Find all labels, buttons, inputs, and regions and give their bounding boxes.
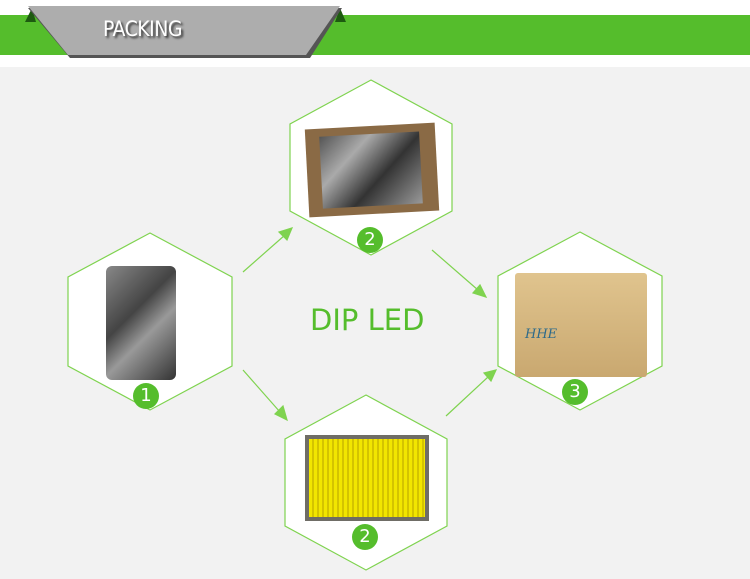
product-label: DIP LED [310, 303, 425, 337]
header-tab [25, 6, 346, 58]
carton-bags-photo [304, 122, 440, 218]
arrow-icon [273, 404, 288, 422]
section-title: PACKING [103, 17, 183, 41]
arrow-icon [482, 369, 498, 383]
arrow-icon [277, 227, 294, 242]
led-tray-photo [305, 435, 429, 521]
step-badge: 3 [562, 379, 588, 405]
led-bag-photo [106, 266, 176, 380]
arrow-icon [471, 283, 488, 298]
step-badge: 1 [133, 383, 159, 409]
step-badge: 2 [357, 227, 383, 253]
box-label: HHE [525, 327, 558, 342]
shipping-box-photo: HHE [515, 273, 647, 377]
step-badge: 2 [352, 524, 378, 550]
